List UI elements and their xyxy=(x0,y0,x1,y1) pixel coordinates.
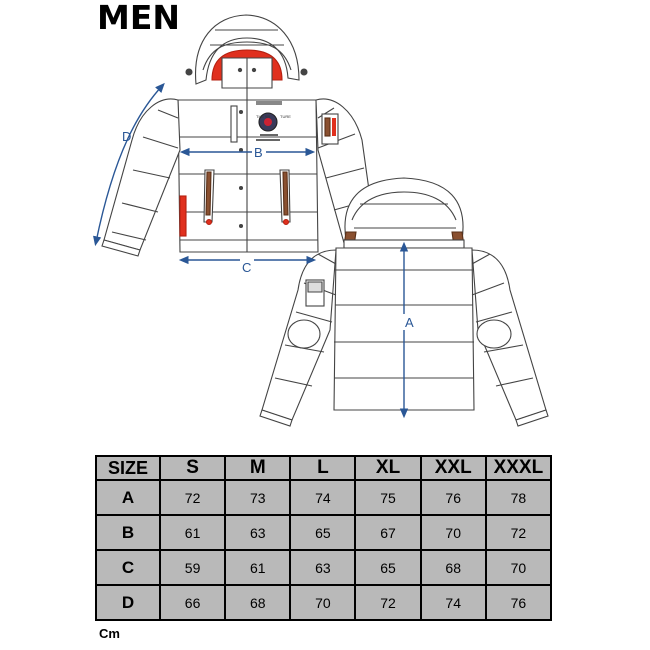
table-cell: 65 xyxy=(291,516,355,549)
header-size-l: L xyxy=(291,457,355,479)
header-size-m: M xyxy=(226,457,290,479)
table-row: B 61 63 65 67 70 72 xyxy=(97,516,550,549)
dimension-c-label: C xyxy=(242,260,251,275)
header-size-xl: XL xyxy=(356,457,420,479)
table-cell: 74 xyxy=(291,481,355,514)
table-cell: 63 xyxy=(226,516,290,549)
table-cell: 61 xyxy=(226,551,290,584)
row-label-b: B xyxy=(97,516,159,549)
badge-text-left: THE WI xyxy=(256,114,270,119)
table-cell: 68 xyxy=(421,551,485,584)
jacket-diagram: THE WI TURE xyxy=(93,14,549,427)
header-size-xxl: XXL xyxy=(421,457,485,479)
table-cell: 63 xyxy=(291,551,355,584)
table-row: D 66 68 70 72 74 76 xyxy=(97,586,550,619)
table-row: A 72 73 74 75 76 78 xyxy=(97,481,550,514)
row-label-c: C xyxy=(97,551,159,584)
header-size: SIZE xyxy=(97,457,159,479)
table-cell: 73 xyxy=(226,481,290,514)
row-label-a: A xyxy=(97,481,159,514)
table-cell: 74 xyxy=(421,586,485,619)
table-cell: 72 xyxy=(356,586,420,619)
table-cell: 72 xyxy=(161,481,225,514)
table-cell: 68 xyxy=(226,586,290,619)
table-cell: 76 xyxy=(421,481,485,514)
table-cell: 76 xyxy=(486,586,550,619)
table-cell: 61 xyxy=(161,516,225,549)
table-cell: 66 xyxy=(161,586,225,619)
table-cell: 67 xyxy=(356,516,420,549)
table-cell: 59 xyxy=(161,551,225,584)
table-cell: 78 xyxy=(486,481,550,514)
table-row: C 59 61 63 65 68 70 xyxy=(97,551,550,584)
unit-label: Cm xyxy=(99,626,120,641)
dimension-b-label: B xyxy=(254,145,263,160)
size-chart-table: SIZE S M L XL XXL XXXL A 72 73 74 75 76 … xyxy=(95,455,552,621)
row-label-d: D xyxy=(97,586,159,619)
header-size-s: S xyxy=(161,457,225,479)
badge-text-right: TURE xyxy=(280,114,291,119)
table-header-row: SIZE S M L XL XXL XXXL xyxy=(97,457,550,479)
dimension-d-line xyxy=(93,82,165,247)
dimension-d-label: D xyxy=(122,129,131,144)
table-cell: 75 xyxy=(356,481,420,514)
front-jacket-illustration xyxy=(101,14,379,257)
table-cell: 65 xyxy=(356,551,420,584)
table-cell: 70 xyxy=(486,551,550,584)
table-cell: 70 xyxy=(421,516,485,549)
page-title: MEN xyxy=(97,0,180,37)
dimension-a-label: A xyxy=(405,315,414,330)
table-cell: 70 xyxy=(291,586,355,619)
table-cell: 72 xyxy=(486,516,550,549)
header-size-xxxl: XXXL xyxy=(486,457,550,479)
